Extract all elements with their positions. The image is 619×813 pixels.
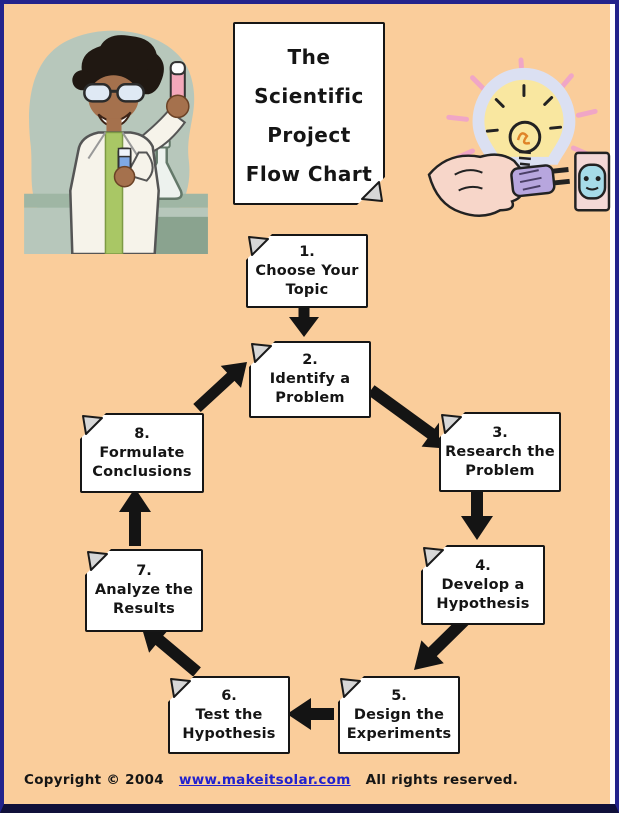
step-number: 1.: [299, 243, 315, 260]
title-line: Project: [267, 123, 351, 147]
folded-corner-icon: [246, 234, 272, 260]
folded-corner-icon: [421, 545, 447, 571]
rights-text: All rights reserved.: [365, 772, 519, 788]
step-label: Test the: [195, 706, 263, 723]
folded-corner-icon: [168, 676, 194, 702]
step-label: Develop a: [441, 576, 525, 593]
flow-arrow-8: [193, 362, 247, 412]
step-label: Hypothesis: [182, 725, 276, 742]
folded-corner-icon: [338, 676, 364, 702]
step-label: Choose Your: [255, 262, 359, 279]
flow-arrow-6: [141, 625, 201, 677]
flow-step-box: 4. Develop a Hypothesis: [421, 545, 545, 625]
outlet-icon: [574, 151, 611, 212]
plug-icon: [510, 164, 570, 198]
page-right-edge: [610, 4, 615, 804]
flow-arrow-7: [119, 488, 151, 546]
step-number: 3.: [492, 424, 508, 441]
flow-arrow-5: [287, 698, 334, 730]
step-label: Design the: [353, 706, 445, 723]
copyright-text: Copyright © 2004: [24, 772, 164, 788]
step-label: Analyze the: [94, 582, 194, 598]
folded-corner-icon: [85, 549, 111, 575]
step-label: Formulate: [99, 444, 185, 461]
step-number: 7.: [136, 563, 152, 579]
goggles-icon: [83, 82, 112, 103]
step-label: Hypothesis: [436, 595, 530, 612]
step-label: Topic: [285, 281, 329, 298]
step-number: 4.: [475, 557, 491, 574]
step-label: Identify a: [269, 371, 351, 387]
folded-corner-icon: [249, 341, 275, 367]
folded-corner-icon: [439, 412, 465, 438]
title-card: The Scientific Project Flow Chart: [233, 22, 385, 205]
folded-corner-icon: [80, 413, 106, 439]
flow-arrow-3: [461, 486, 493, 540]
step-label: Experiments: [346, 725, 452, 742]
step-number: 8.: [134, 425, 150, 442]
title-line: Scientific: [254, 84, 364, 108]
step-label: Research the: [445, 443, 555, 460]
step-label: Problem: [465, 462, 535, 479]
step-label: Problem: [275, 390, 345, 406]
step-number: 2.: [302, 352, 318, 368]
footer-copyright: Copyright © 2004 www.makeitsolar.com All…: [24, 772, 584, 802]
step-label: Results: [113, 601, 175, 617]
title-line: The: [287, 45, 331, 69]
idea-plug-illustration: [427, 57, 611, 217]
flow-step-box: 2. Identify a Problem: [249, 341, 371, 418]
step-number: 5.: [391, 687, 407, 704]
scientist-illustration: [24, 30, 208, 254]
step-number: 6.: [221, 687, 237, 704]
step-label: Conclusions: [92, 463, 192, 480]
title-line: Flow Chart: [245, 162, 373, 186]
makeitsolar-link[interactable]: www.makeitsolar.com: [178, 772, 351, 788]
